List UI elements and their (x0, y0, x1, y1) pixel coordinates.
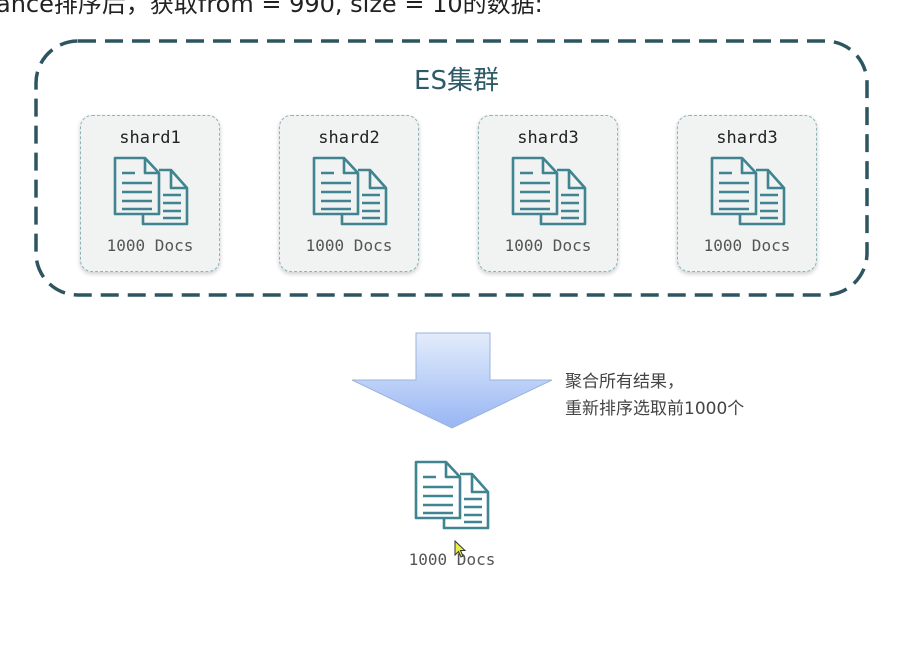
shard-box: shard3 1000 Docs (478, 115, 618, 272)
documents-icon (414, 460, 490, 536)
shard-box: shard1 1000 Docs (80, 115, 220, 272)
shard-box: shard2 1000 Docs (279, 115, 419, 272)
down-arrow (351, 332, 553, 429)
mouse-cursor-icon (454, 540, 467, 558)
cluster-title: ES集群 (414, 66, 499, 96)
shard-docs-count: 1000 Docs (703, 236, 791, 255)
shard-name: shard3 (517, 128, 579, 148)
shard-box: shard3 1000 Docs (677, 115, 817, 272)
note-line-2: 重新排序选取前1000个 (565, 399, 745, 419)
shard-name: shard2 (318, 128, 380, 148)
shard-name: shard3 (716, 128, 778, 148)
shard-docs-count: 1000 Docs (504, 236, 592, 255)
aggregation-note: 聚合所有结果， 重新排序选取前1000个 (565, 369, 744, 423)
shard-name: shard1 (119, 128, 181, 148)
shard-docs-count: 1000 Docs (305, 236, 393, 255)
note-line-1: 聚合所有结果， (565, 372, 684, 392)
header-text: ance排序后，获取from = 990, size = 10的数据: (0, 0, 543, 18)
shard-docs-count: 1000 Docs (106, 236, 194, 255)
result-docs-label: 1000 Docs (408, 550, 496, 569)
cluster-border (34, 39, 869, 297)
